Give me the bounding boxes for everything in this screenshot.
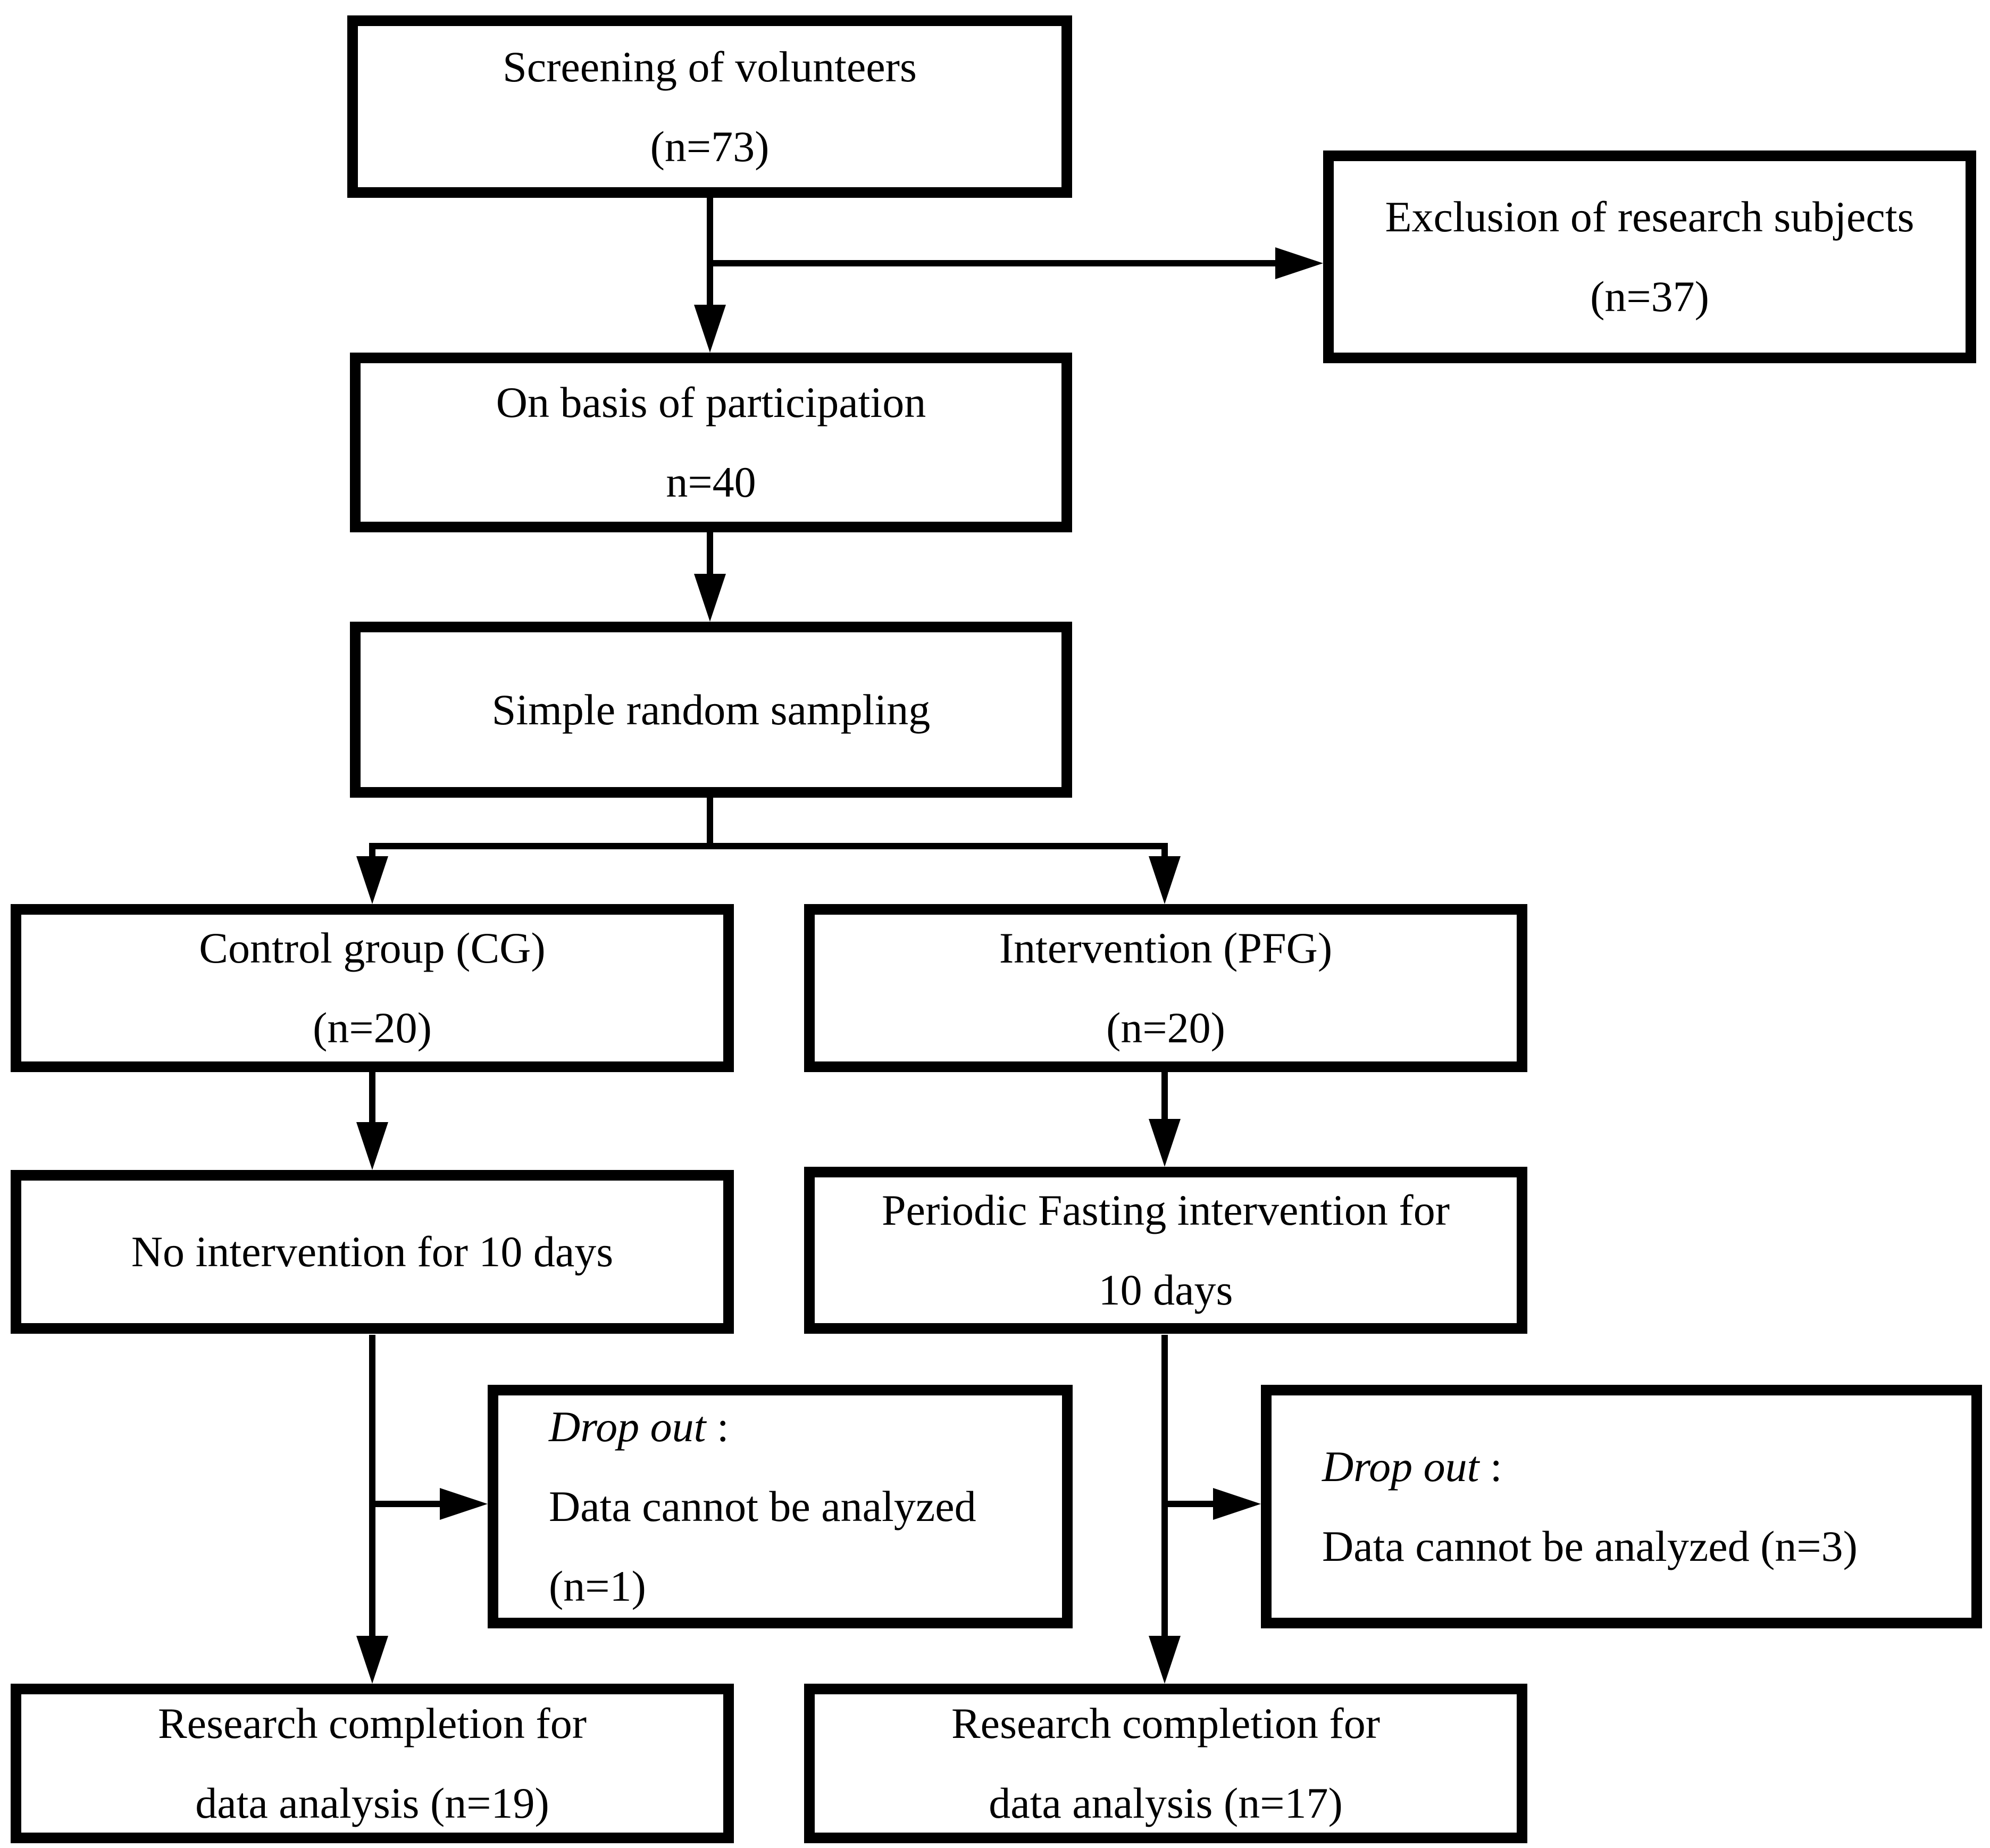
participation-line1: On basis of participation — [496, 378, 926, 427]
fasting-line2: 10 days — [1098, 1266, 1233, 1314]
arrowhead-to-control — [356, 856, 388, 904]
participation-box: On basis of participation n=40 — [350, 353, 1072, 532]
no-intervention-box: No intervention for 10 days — [11, 1170, 734, 1334]
exclusion-box: Exclusion of research subjects (n=37) — [1323, 150, 1976, 363]
dropout-left-line3: (n=1) — [549, 1562, 646, 1610]
completion-left-line2: data analysis (n=19) — [195, 1779, 549, 1827]
dropout-right-title-line: Drop out : — [1322, 1427, 1502, 1507]
completion-left-box: Research completion for data analysis (n… — [11, 1684, 734, 1843]
control-line1: Control group (CG) — [199, 924, 546, 972]
intervention-group-box: Intervention (PFG) (n=20) — [804, 904, 1527, 1072]
arrowhead-to-participation — [694, 305, 726, 353]
exclusion-line1: Exclusion of research subjects — [1385, 193, 1914, 241]
arrowhead-to-intervention — [1149, 856, 1181, 904]
completion-right-line1: Research completion for — [951, 1699, 1381, 1747]
arrowhead-to-completion-right — [1149, 1636, 1181, 1684]
connector-to-exclusion — [710, 260, 1275, 266]
intervention-line1: Intervention (PFG) — [999, 924, 1333, 972]
sampling-box: Simple random sampling — [350, 622, 1072, 798]
control-line2: (n=20) — [313, 1004, 432, 1052]
dropout-right-line2: Data cannot be analyzed (n=3) — [1322, 1522, 1858, 1570]
connector-nointervention-to-completion — [369, 1335, 375, 1641]
participation-line2: n=40 — [666, 458, 756, 506]
completion-right-box: Research completion for data analysis (n… — [804, 1684, 1527, 1843]
screening-line2: (n=73) — [650, 122, 770, 171]
no-intervention-line1: No intervention for 10 days — [131, 1227, 614, 1276]
completion-right-line2: data analysis (n=17) — [989, 1779, 1343, 1827]
arrowhead-to-fasting — [1149, 1119, 1181, 1167]
fasting-line1: Periodic Fasting intervention for — [881, 1186, 1450, 1234]
completion-left-line1: Research completion for — [157, 1699, 587, 1747]
arrowhead-to-sampling — [694, 574, 726, 622]
connector-participation-to-sampling — [707, 532, 713, 577]
arrowhead-to-dropout-right — [1213, 1488, 1261, 1520]
connector-to-dropout-right — [1165, 1501, 1218, 1507]
arrowhead-to-dropout-left — [440, 1488, 488, 1520]
connector-screening-to-participation — [707, 198, 713, 312]
exclusion-line2: (n=37) — [1590, 272, 1709, 321]
arrowhead-to-completion-left — [356, 1636, 388, 1684]
dropout-right-title: Drop out — [1322, 1442, 1479, 1491]
connector-intervention-to-fasting — [1161, 1072, 1168, 1124]
sampling-line1: Simple random sampling — [491, 685, 931, 734]
connector-sampling-to-split — [707, 798, 713, 849]
arrowhead-to-nointervention — [356, 1122, 388, 1170]
dropout-left-title-line: Drop out : — [549, 1387, 729, 1467]
dropout-left-box: Drop out : Data cannot be analyzed (n=1) — [488, 1385, 1073, 1628]
fasting-intervention-box: Periodic Fasting intervention for 10 day… — [804, 1167, 1527, 1334]
dropout-right-box: Drop out : Data cannot be analyzed (n=3) — [1261, 1385, 1982, 1628]
control-group-box: Control group (CG) (n=20) — [11, 904, 734, 1072]
intervention-line2: (n=20) — [1106, 1004, 1225, 1052]
dropout-left-line2: Data cannot be analyzed — [549, 1482, 976, 1531]
dropout-left-title: Drop out — [549, 1402, 706, 1451]
dropout-right-colon: : — [1479, 1442, 1502, 1491]
connector-fasting-to-completion — [1161, 1335, 1168, 1641]
screening-box: Screening of volunteers (n=73) — [347, 15, 1072, 198]
arrowhead-to-exclusion — [1275, 247, 1323, 279]
split-horizontal-line — [369, 843, 1168, 849]
connector-to-dropout-left — [372, 1501, 445, 1507]
connector-control-to-nointervention — [369, 1072, 375, 1127]
dropout-left-colon: : — [706, 1402, 729, 1451]
screening-line1: Screening of volunteers — [503, 42, 917, 91]
